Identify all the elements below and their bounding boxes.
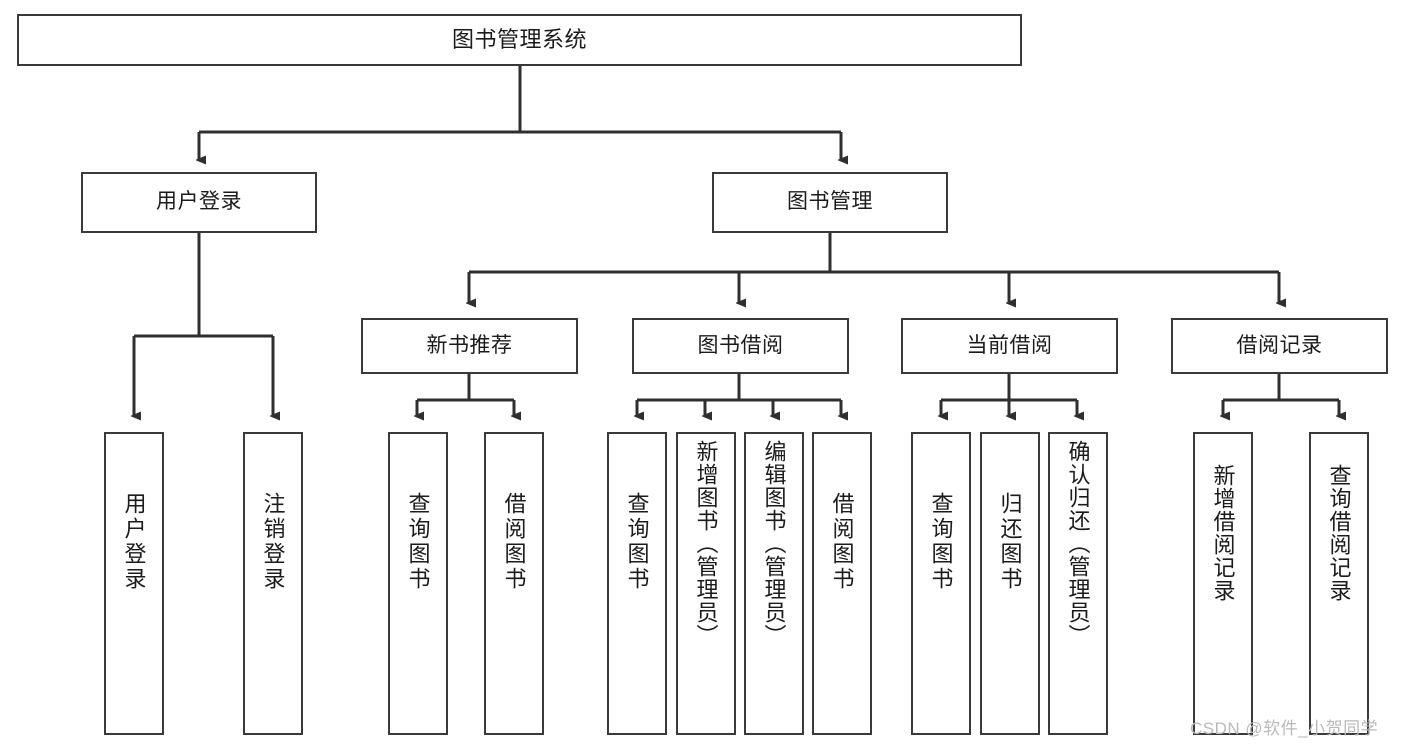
node-label: 确认归还（管理员）: [1065, 440, 1091, 647]
node-label: 注销登录: [260, 492, 286, 592]
leaf-add-book-admin[interactable]: 新增图书（管理员）: [676, 432, 736, 735]
leaf-return-book[interactable]: 归还图书: [980, 432, 1040, 735]
node-label: 借阅图书: [829, 492, 855, 592]
node-book-management[interactable]: 图书管理: [712, 172, 948, 233]
leaf-add-borrow-record[interactable]: 新增借阅记录: [1193, 432, 1253, 735]
node-current-borrow[interactable]: 当前借阅: [901, 318, 1118, 374]
node-label: 当前借阅: [966, 333, 1053, 357]
node-label: 查询图书: [624, 492, 650, 592]
node-label: 用户登录: [156, 190, 242, 214]
leaf-user-login[interactable]: 用户登录: [104, 432, 164, 735]
node-label: 编辑图书（管理员）: [761, 440, 787, 647]
node-label: 新增借阅记录: [1210, 464, 1236, 602]
node-root-system[interactable]: 图书管理系统: [17, 14, 1022, 66]
node-label: 新书推荐: [426, 333, 513, 357]
node-borrow-record[interactable]: 借阅记录: [1171, 318, 1388, 374]
leaf-logout[interactable]: 注销登录: [243, 432, 303, 735]
node-book-borrow[interactable]: 图书借阅: [632, 318, 849, 374]
leaf-edit-book-admin[interactable]: 编辑图书（管理员）: [744, 432, 804, 735]
node-label: 新增图书（管理员）: [693, 440, 719, 647]
node-user-login[interactable]: 用户登录: [81, 172, 317, 233]
leaf-query-book-borrow[interactable]: 查询图书: [607, 432, 667, 735]
node-label: 图书管理系统: [451, 27, 587, 53]
node-label: 图书管理: [787, 190, 873, 214]
node-label: 查询图书: [405, 492, 431, 592]
node-label: 查询借阅记录: [1326, 464, 1352, 602]
leaf-borrow-book-recommend[interactable]: 借阅图书: [484, 432, 544, 735]
node-new-book-recommend[interactable]: 新书推荐: [361, 318, 578, 374]
node-label: 图书借阅: [697, 333, 784, 357]
node-label: 借阅记录: [1236, 333, 1323, 357]
node-label: 查询图书: [928, 492, 954, 592]
leaf-query-book-recommend[interactable]: 查询图书: [388, 432, 448, 735]
leaf-confirm-return-admin[interactable]: 确认归还（管理员）: [1048, 432, 1108, 735]
leaf-query-borrow-record[interactable]: 查询借阅记录: [1309, 432, 1369, 735]
watermark-text: CSDN @软件_小贺同学: [1190, 719, 1379, 738]
node-label: 归还图书: [997, 492, 1023, 592]
leaf-borrow-book[interactable]: 借阅图书: [812, 432, 872, 735]
node-label: 用户登录: [121, 492, 147, 592]
leaf-query-book-current[interactable]: 查询图书: [911, 432, 971, 735]
node-label: 借阅图书: [501, 492, 527, 592]
